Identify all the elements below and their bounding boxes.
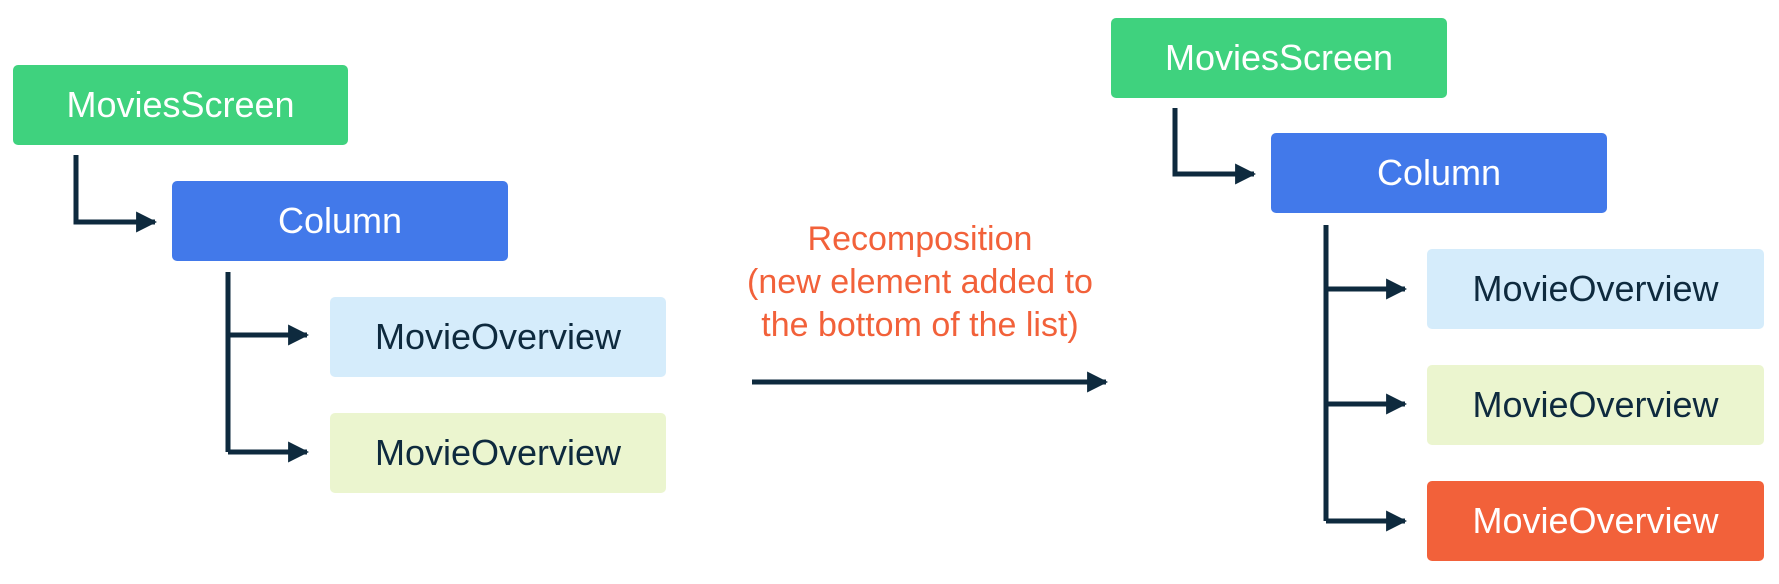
before-movie-overview-label-1: MovieOverview xyxy=(374,316,622,357)
before-screen-to-column-connector xyxy=(73,155,158,233)
after-column-node: Column xyxy=(1271,133,1607,213)
after-screen-to-column-connector xyxy=(1172,108,1257,185)
before-movie-overview-node-2: MovieOverview xyxy=(330,413,666,493)
before-column-label: Column xyxy=(277,200,403,241)
after-movies-screen-node: MoviesScreen xyxy=(1111,18,1447,98)
before-movies-screen-label: MoviesScreen xyxy=(66,84,295,125)
after-movie-overview-node-2: MovieOverview xyxy=(1427,365,1764,445)
before-column-node: Column xyxy=(172,181,508,261)
after-movie-overview-label-2: MovieOverview xyxy=(1472,384,1719,425)
recomposition-caption-line-3: the bottom of the list) xyxy=(761,306,1079,344)
after-movie-overview-label-1: MovieOverview xyxy=(1472,268,1719,309)
after-movie-overview-node-1: MovieOverview xyxy=(1427,249,1764,329)
recomposition-caption-line-2: (new element added to xyxy=(747,263,1093,301)
before-movie-overview-label-2: MovieOverview xyxy=(374,432,622,473)
after-movies-screen-label: MoviesScreen xyxy=(1164,37,1394,78)
recomposition-caption: Recomposition (new element added to the … xyxy=(700,218,1140,347)
recomposition-caption-line-1: Recomposition xyxy=(807,220,1033,258)
before-movie-overview-node-1: MovieOverview xyxy=(330,297,666,377)
after-column-label: Column xyxy=(1376,152,1502,193)
after-movie-overview-label-3: MovieOverview xyxy=(1472,500,1719,541)
after-movie-overview-node-3-new: MovieOverview xyxy=(1427,481,1764,561)
before-movies-screen-node: MoviesScreen xyxy=(13,65,348,145)
